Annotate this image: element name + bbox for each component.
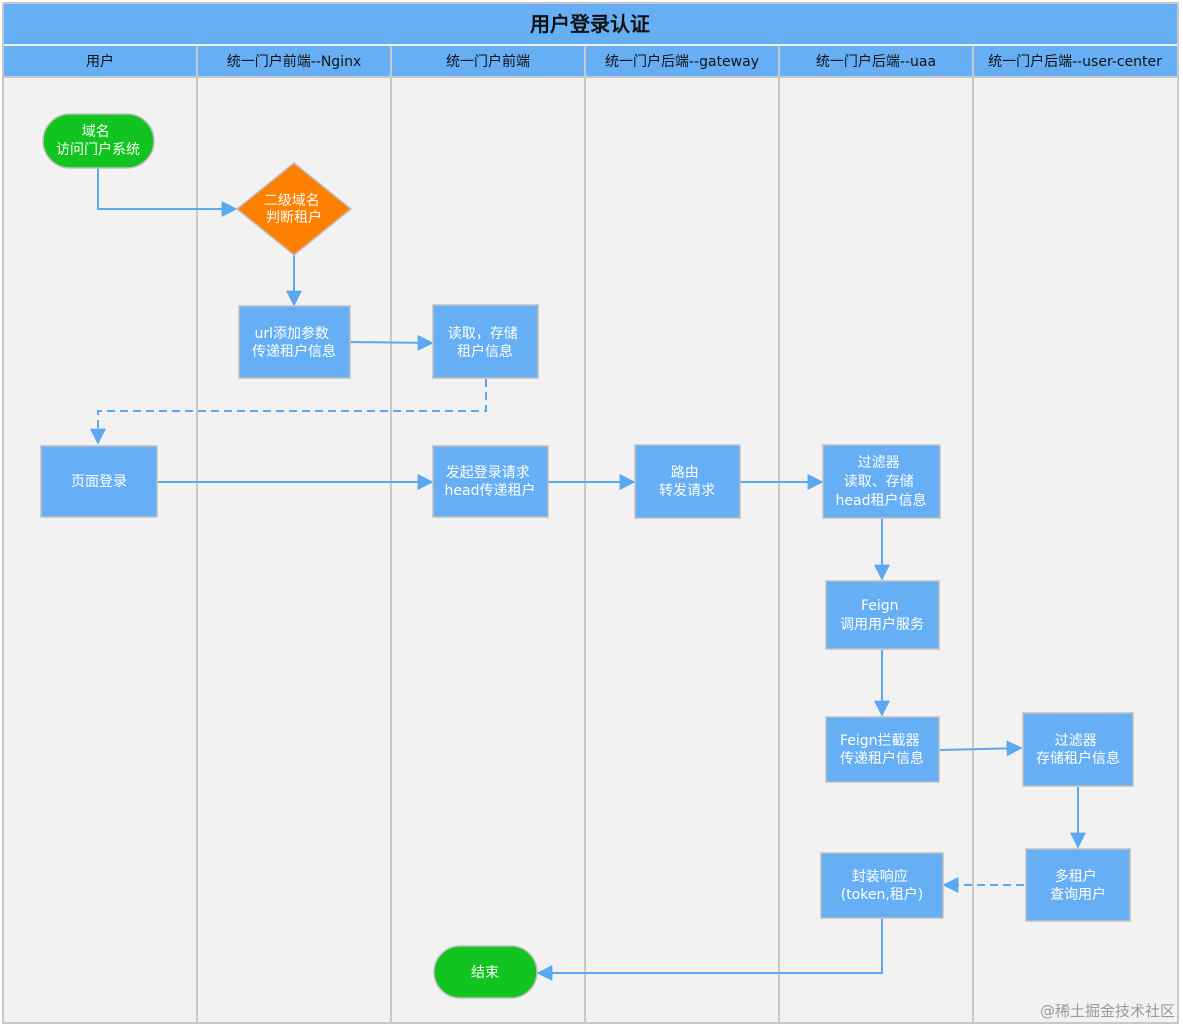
decision-diamond	[235, 162, 353, 256]
page-login-process	[40, 445, 158, 518]
url-param-process	[238, 305, 351, 379]
lane-header-2	[198, 46, 390, 76]
edge-start-to-decision	[97, 168, 238, 217]
wrap-response-process	[820, 852, 944, 919]
end-text: 结束	[471, 965, 499, 981]
uaa-filter-process	[822, 444, 941, 519]
lane-header-row: 用户 统一门户前端--Nginx 统一门户前端 统一门户后端--gateway …	[4, 46, 1177, 76]
start-terminal	[42, 113, 155, 169]
route-text: 路由 转发请求	[659, 465, 715, 499]
route-process	[634, 444, 741, 519]
wrap-response-text: 封装响应 (token,租户)	[841, 868, 924, 903]
nodes: 域名 访问门户系统 二级域名 判断租户 url添加参数 传递租户信息 读取，存储…	[40, 113, 1134, 999]
read-store-process	[432, 304, 539, 379]
edge-read-to-login	[90, 379, 487, 445]
edge-interceptor-to-ucfilter	[939, 740, 1023, 757]
lane-label-gateway: 统一门户后端--gateway	[605, 53, 759, 70]
feign-interceptor-text: Feign拦截器 传递租户信息	[840, 733, 924, 767]
uc-filter-process	[1022, 712, 1134, 787]
lane-header-5	[780, 46, 972, 76]
edge-wrap-to-end	[536, 919, 883, 981]
title-bar	[4, 4, 1177, 44]
diagram-title: 用户登录认证	[530, 12, 650, 36]
lane-label-user-center: 统一门户后端--user-center	[988, 53, 1162, 70]
multi-tenant-process	[1025, 848, 1131, 922]
lane-label-user: 用户	[86, 53, 114, 70]
uaa-filter-text: 过滤器 读取、存储 head租户信息	[836, 455, 927, 509]
lane-label-nginx: 统一门户前端--Nginx	[227, 53, 362, 70]
lane-header-6	[974, 46, 1177, 76]
multi-tenant-text: 多租户 查询用户	[1050, 868, 1106, 903]
edge-url-to-read	[349, 334, 434, 351]
end-terminal	[433, 945, 538, 999]
feign-call-process	[825, 580, 940, 650]
start-text: 域名 访问门户系统	[56, 124, 140, 158]
lane-label-frontend: 统一门户前端	[446, 53, 530, 70]
edges	[90, 168, 1086, 981]
page-login-text: 页面登录	[71, 474, 127, 490]
lane-separators	[4, 46, 1177, 1022]
lane-header-1	[4, 46, 196, 76]
send-login-process	[432, 445, 549, 518]
uc-filter-text: 过滤器 存储租户信息	[1036, 733, 1120, 767]
url-param-text: url添加参数 传递租户信息	[252, 325, 336, 360]
read-store-text: 读取，存储 租户信息	[448, 325, 522, 360]
decision-text: 二级域名 判断租户	[264, 193, 324, 226]
send-login-text: 发起登录请求 head传递租户	[445, 465, 536, 499]
lane-header-3	[392, 46, 584, 76]
lane-header-4	[586, 46, 778, 76]
feign-call-text: Feign 调用用户服务	[840, 598, 924, 633]
watermark: @稀土掘金技术社区	[1040, 1002, 1175, 1020]
feign-interceptor-process	[825, 716, 940, 783]
lane-label-uaa: 统一门户后端--uaa	[816, 53, 936, 70]
